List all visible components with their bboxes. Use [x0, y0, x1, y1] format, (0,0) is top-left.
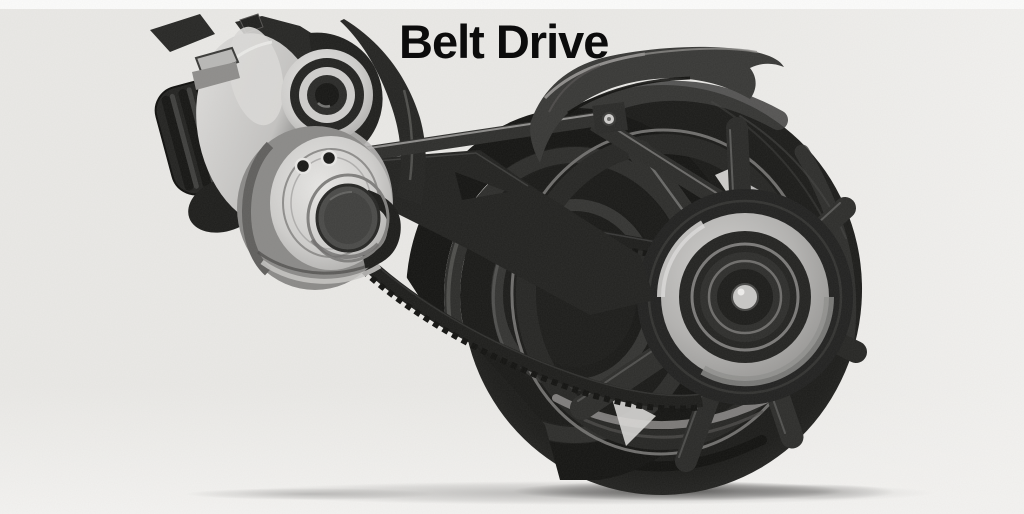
figure-title: Belt Drive [399, 15, 609, 68]
